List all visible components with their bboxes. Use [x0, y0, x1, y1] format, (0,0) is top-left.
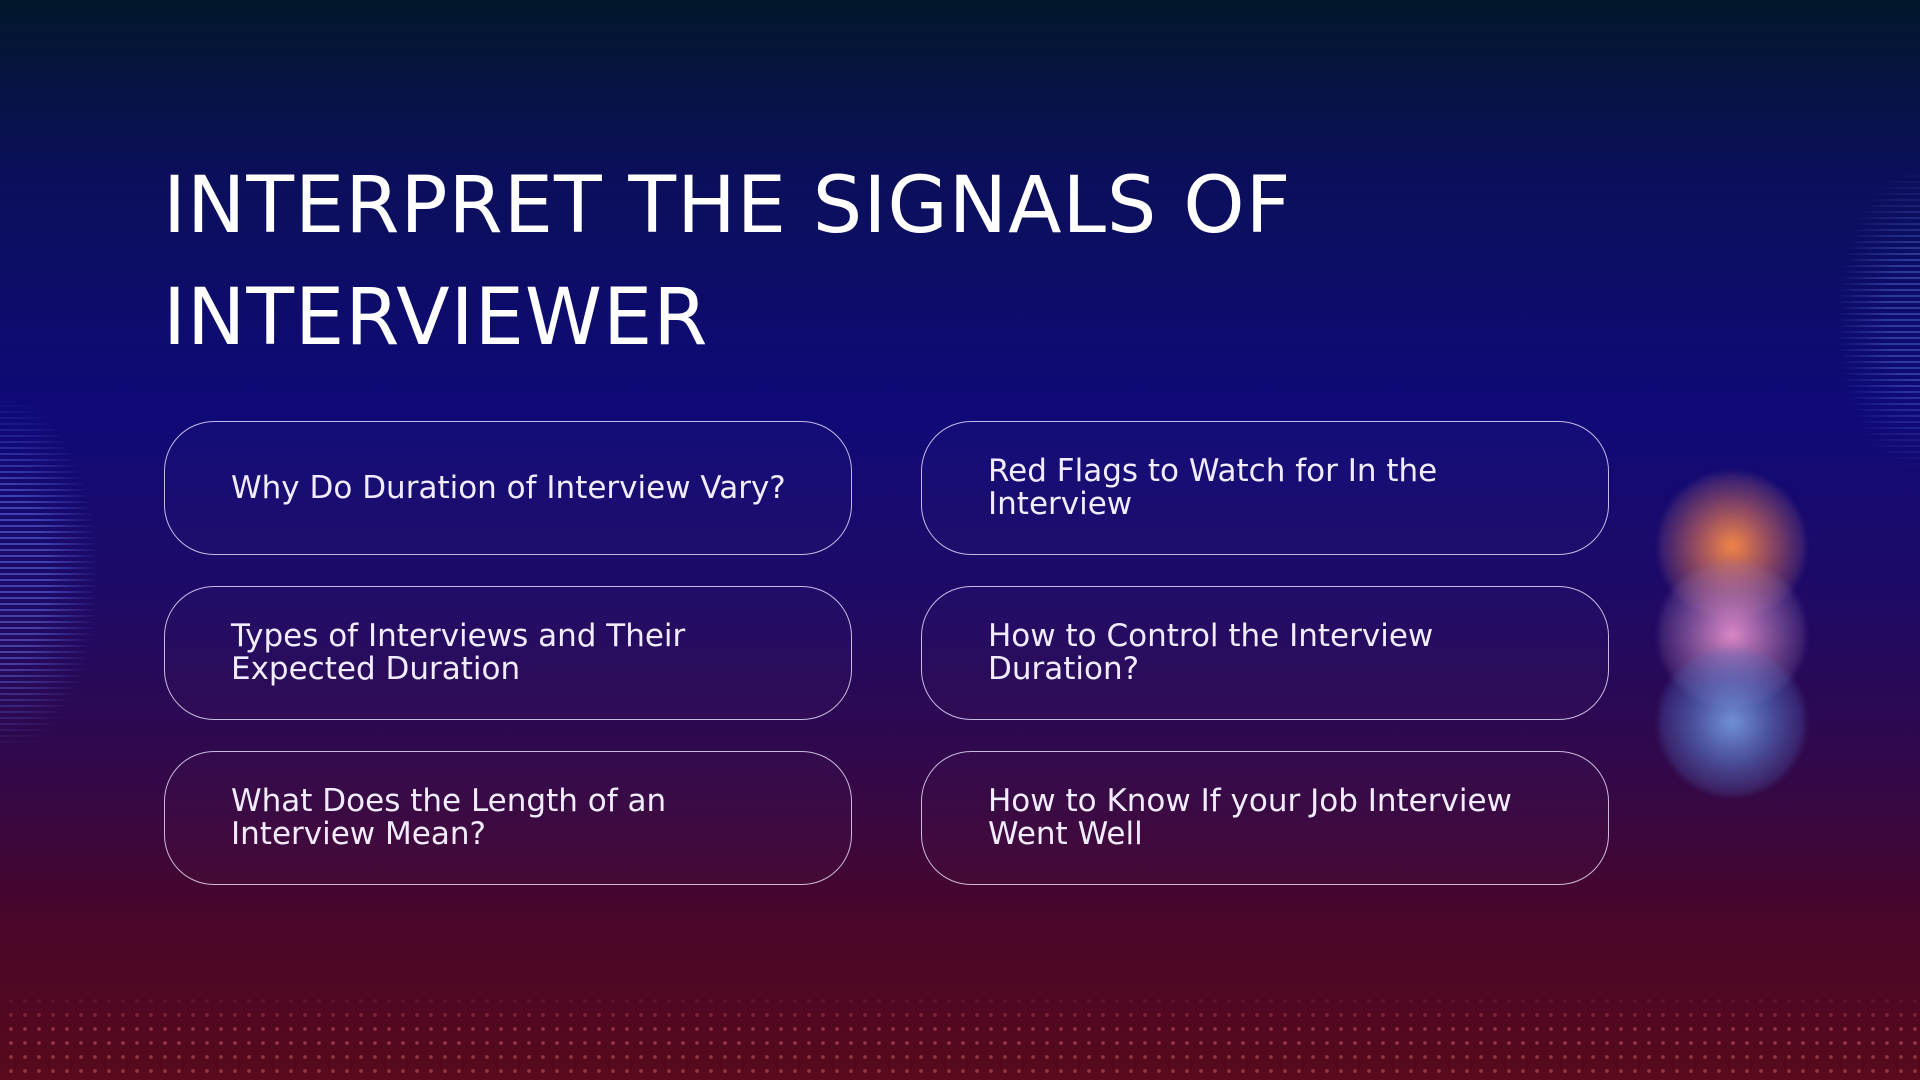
topic-card-label: Red Flags to Watch for In the Interview	[988, 453, 1438, 522]
topic-card-went-well[interactable]: How to Know If your Job Interview Went W…	[921, 751, 1609, 885]
topic-card-label: Types of Interviews and Their Expected D…	[231, 618, 686, 687]
topic-card-label: How to Control the Interview Duration?	[988, 618, 1434, 687]
slide-title: INTERPRET THE SIGNALS OF INTERVIEWER	[163, 161, 1292, 363]
topic-card-interview-types[interactable]: Types of Interviews and Their Expected D…	[164, 586, 852, 720]
bottom-dot-pattern	[0, 990, 1920, 1080]
right-stripe-decoration	[1840, 175, 1920, 465]
left-stripe-decoration	[0, 405, 95, 745]
topic-card-duration-vary[interactable]: Why Do Duration of Interview Vary?	[164, 421, 852, 555]
topic-card-label: What Does the Length of an Interview Mea…	[231, 783, 667, 852]
topic-card-control-duration[interactable]: How to Control the Interview Duration?	[921, 586, 1609, 720]
topic-card-red-flags[interactable]: Red Flags to Watch for In the Interview	[921, 421, 1609, 555]
topic-card-length-meaning[interactable]: What Does the Length of an Interview Mea…	[164, 751, 852, 885]
blue-orb-decoration	[1658, 648, 1806, 796]
topic-card-label: How to Know If your Job Interview Went W…	[988, 783, 1512, 852]
topic-card-label: Why Do Duration of Interview Vary?	[231, 469, 786, 506]
